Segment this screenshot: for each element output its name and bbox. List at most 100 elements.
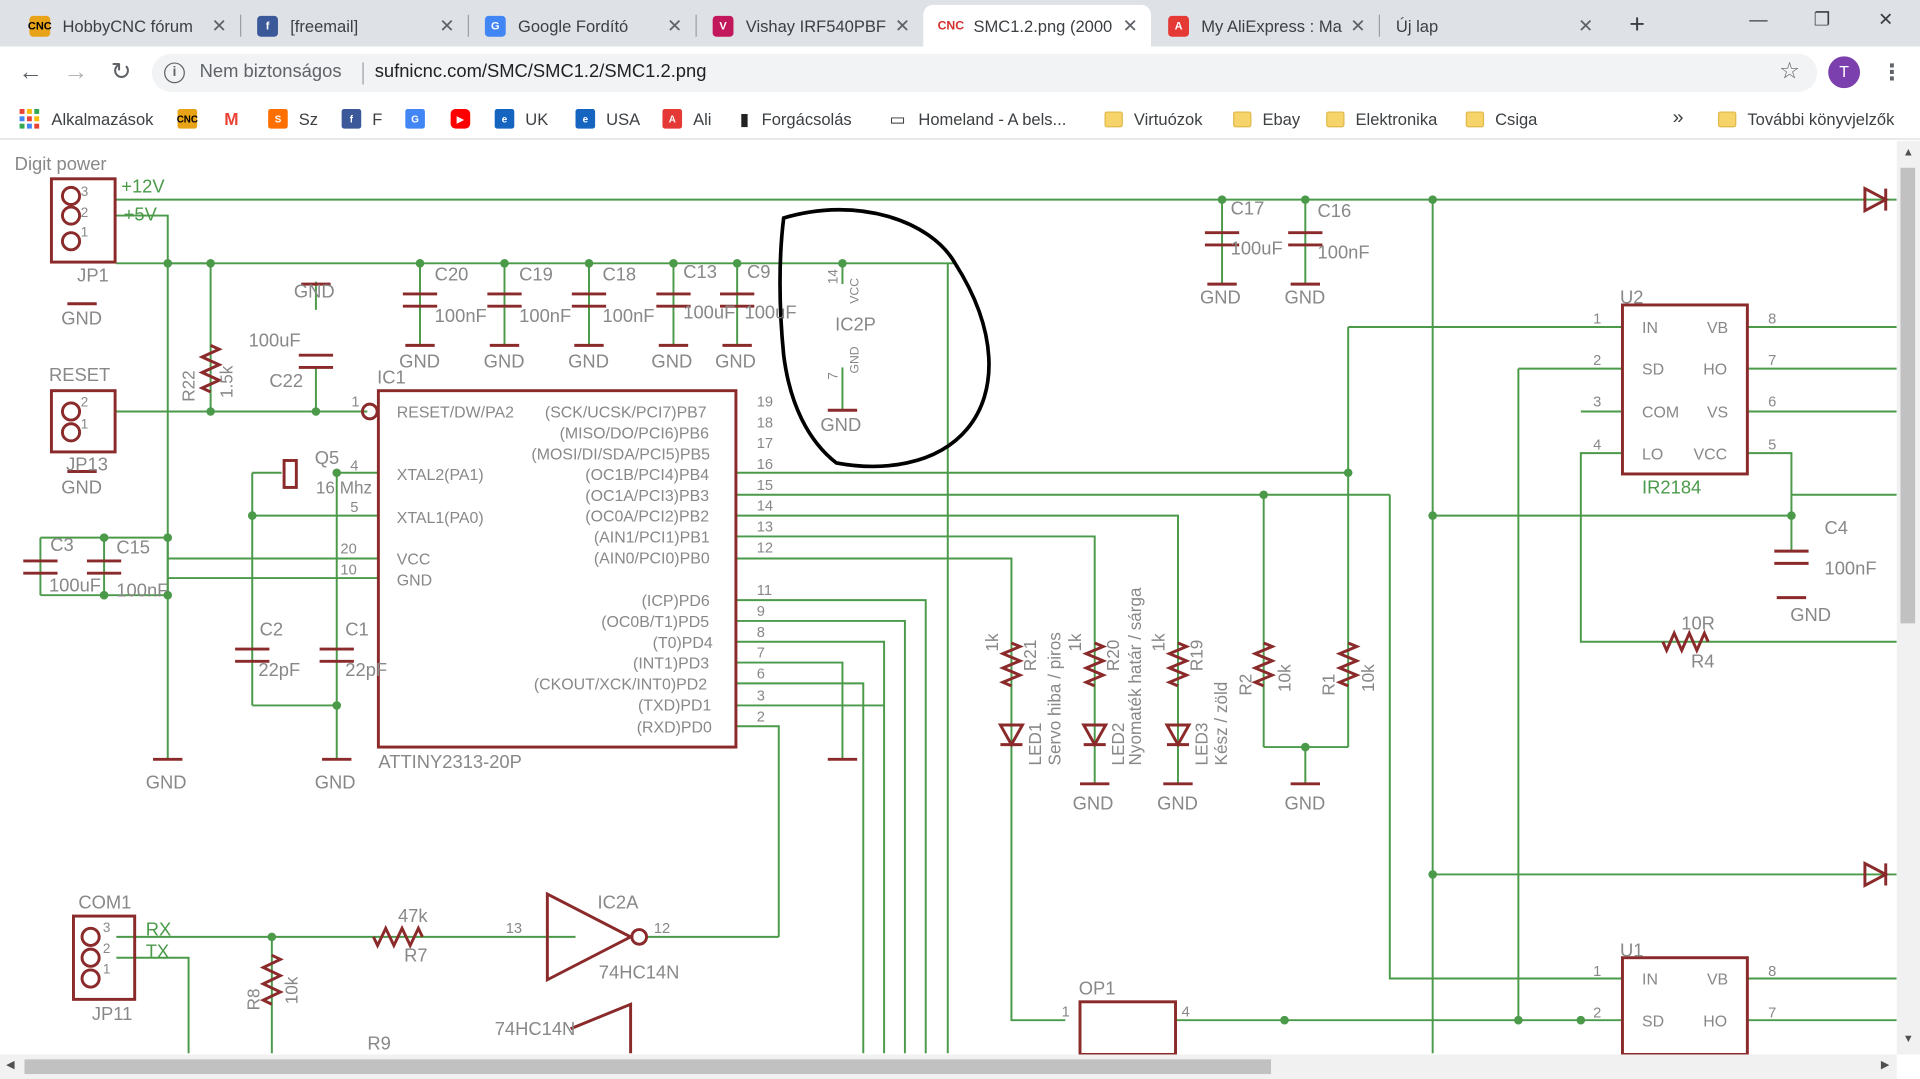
schematic-label: GND — [294, 281, 335, 302]
schematic-label: OP1 — [1079, 977, 1116, 998]
junction-dot — [1217, 195, 1227, 204]
scroll-down-arrow-icon[interactable]: ▼ — [1902, 1032, 1914, 1045]
shopping-bag-icon: e — [575, 108, 596, 129]
bookmark-folder-elektronika[interactable]: Elektronika — [1326, 107, 1437, 131]
led — [1081, 723, 1109, 748]
bookmark-star-icon[interactable]: ☆ — [1779, 58, 1801, 85]
tab-close-icon[interactable]: ✕ — [894, 15, 911, 37]
reload-button[interactable]: ↻ — [110, 58, 132, 86]
tab-close-icon[interactable]: ✕ — [1122, 15, 1138, 37]
tab-close-icon[interactable]: ✕ — [666, 15, 683, 37]
bookmark-folder-csiga[interactable]: Csiga — [1465, 107, 1537, 131]
horizontal-scrollbar[interactable]: ◀ ▶ — [0, 1054, 1897, 1079]
schematic-label: VCC — [1693, 446, 1727, 463]
address-bar[interactable]: i Nem biztonságos sufnicnc.com/SMC/SMC1.… — [151, 53, 1818, 92]
tab-smc-png[interactable]: CNC SMC1.2.png (2000 ✕ — [923, 4, 1152, 47]
tab-new-page[interactable]: Új lap ✕ — [1379, 5, 1607, 47]
tab-strip: CNC HobbyCNC fórum ✕ f [freemail] ✕ G Go… — [0, 0, 1920, 47]
bookmarks-overflow-button[interactable]: » — [1673, 107, 1684, 131]
schematic-label: 16 Mhz — [316, 478, 372, 498]
browser-menu-icon[interactable]: ⋮ — [1880, 60, 1903, 85]
vishay-icon: V — [712, 15, 734, 37]
tab-close-icon[interactable]: ✕ — [1578, 15, 1594, 37]
schematic-label: GND — [484, 350, 525, 371]
schematic-label: R19 — [1186, 640, 1206, 671]
schematic-label: VB — [1707, 320, 1728, 337]
bookmark-gmail[interactable]: M — [221, 107, 253, 131]
schematic-label: GND — [397, 572, 432, 589]
vertical-scroll-thumb[interactable] — [1900, 167, 1916, 624]
tab-vishay[interactable]: V Vishay IRF540PBF ✕ — [696, 5, 924, 47]
resistor — [1335, 641, 1361, 688]
bookmark-youtube[interactable]: ▶ — [450, 107, 482, 131]
info-icon[interactable]: i — [164, 62, 185, 84]
security-status[interactable]: Nem biztonságos — [199, 61, 342, 83]
browser-toolbar: ← → ↻ i Nem biztonságos sufnicnc.com/SMC… — [0, 46, 1920, 100]
tab-close-icon[interactable]: ✕ — [211, 15, 227, 37]
scroll-left-arrow-icon[interactable]: ◀ — [6, 1058, 15, 1071]
schematic-label: 3 — [103, 920, 110, 935]
tab-separator — [467, 14, 469, 37]
schematic-label: RX — [146, 919, 172, 940]
bookmark-folder-ebay[interactable]: Ebay — [1233, 107, 1300, 131]
tab-freemail[interactable]: f [freemail] ✕ — [240, 5, 469, 47]
schematic-label: 7 — [826, 372, 841, 380]
led — [1164, 723, 1192, 748]
tab-aliexpress[interactable]: A My AliExpress : Ma ✕ — [1151, 5, 1381, 47]
wire — [116, 956, 190, 1054]
schematic-label: C19 — [519, 263, 553, 284]
junction-dot — [311, 407, 321, 416]
schematic-label: 14 — [826, 269, 841, 284]
forward-button[interactable]: → — [63, 58, 89, 86]
wire — [734, 599, 927, 1054]
bookmark-forgacsolas[interactable]: ▮Forgácsolás — [738, 107, 852, 131]
schematic-label: 10R — [1681, 612, 1715, 633]
url-text[interactable]: sufnicnc.com/SMC/SMC1.2/SMC1.2.png — [374, 61, 707, 83]
connector-pin — [60, 205, 82, 226]
new-tab-button[interactable]: + — [1629, 8, 1646, 40]
scroll-right-arrow-icon[interactable]: ▶ — [1880, 1058, 1890, 1071]
back-button[interactable]: ← — [18, 58, 43, 86]
bookmark-folder-virtuozok[interactable]: Virtuózok — [1104, 107, 1202, 131]
bookmark-cnc[interactable]: CNC — [177, 107, 209, 131]
schematic-label: 2 — [81, 395, 88, 410]
tab-close-icon[interactable]: ✕ — [439, 15, 455, 37]
schematic-label: VCC — [397, 552, 431, 569]
schematic-label: GND — [847, 346, 861, 373]
schematic-label: 10k — [1275, 664, 1295, 692]
profile-avatar[interactable]: T — [1828, 56, 1861, 89]
connector-pin — [80, 968, 101, 989]
close-window-button[interactable]: ✕ — [1878, 9, 1894, 31]
tab-google-translate[interactable]: G Google Fordító ✕ — [468, 5, 697, 47]
bookmark-apps[interactable]: Alkalmazások — [19, 107, 154, 131]
folder-icon — [1233, 110, 1252, 127]
schematic-label: C9 — [747, 261, 770, 282]
schematic-label: R22 — [179, 370, 199, 401]
restore-button[interactable]: ❐ — [1813, 9, 1831, 31]
schematic-label: 100uF — [49, 575, 101, 596]
junction-dot — [1428, 195, 1437, 204]
tab-close-icon[interactable]: ✕ — [1350, 15, 1366, 37]
tab-hobbycnc[interactable]: CNC HobbyCNC fórum ✕ — [12, 5, 242, 47]
schematic-label: R2 — [1235, 674, 1255, 696]
inverter-bubble — [630, 928, 649, 946]
aliexpress-icon: A — [1168, 15, 1189, 37]
horizontal-scroll-thumb[interactable] — [24, 1059, 1272, 1075]
minimize-button[interactable]: — — [1749, 9, 1768, 31]
bookmark-homeland[interactable]: ▭Homeland - A bels... — [888, 107, 1066, 131]
schematic-label: 4 — [350, 458, 358, 474]
resistor — [372, 924, 424, 949]
schematic-label: 12 — [757, 540, 773, 556]
chevron-double-right-icon: » — [1672, 107, 1684, 129]
schematic-label: IN — [1642, 972, 1658, 989]
schematic-label: Kész / zöld — [1211, 682, 1231, 766]
vertical-scrollbar[interactable]: ▲ ▼ — [1896, 140, 1920, 1055]
bookmark-translate[interactable]: G — [405, 107, 436, 131]
bookmark-other[interactable]: További könyvjelzők — [1717, 107, 1894, 131]
scroll-up-arrow-icon[interactable]: ▲ — [1902, 145, 1914, 158]
